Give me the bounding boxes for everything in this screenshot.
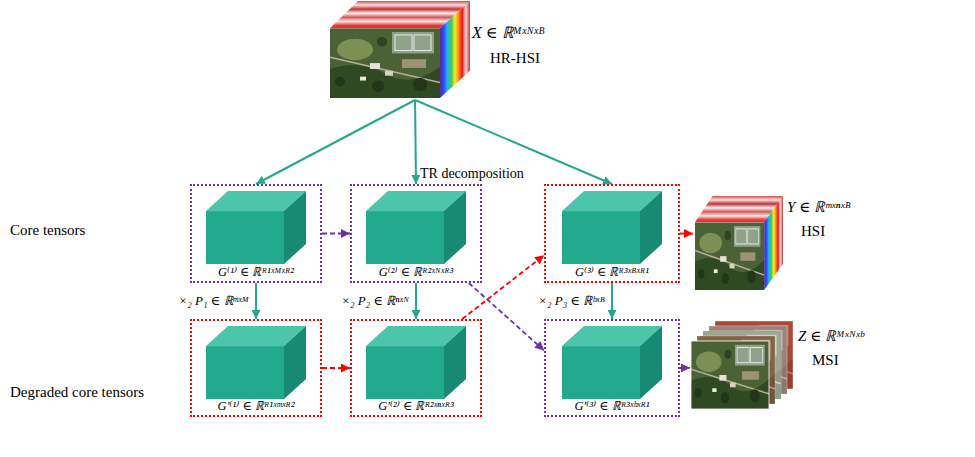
image-caption: HSI — [801, 223, 825, 240]
degraded-core-cube — [366, 326, 466, 399]
process-arrow — [256, 100, 415, 184]
tensor-image-node: Z ∈ ℝᴹˣᴺˣᵇMSI — [690, 320, 908, 412]
core-tensor-cube — [562, 191, 662, 264]
tensor-label: G⁽³⁾ ∈ ℝᴿ³ˣᴮˣᴿ¹ — [575, 265, 649, 279]
degraded-core-cube — [562, 326, 662, 399]
dashed-flow-arrow — [462, 255, 544, 319]
hr-hsi-cube — [330, 1, 470, 98]
process-arrow — [611, 283, 613, 319]
tensor-label: G′⁽³⁾ ∈ ℝᴿ³ˣᵇˣᴿ¹ — [575, 399, 650, 413]
dashed-flow-arrow — [680, 367, 690, 369]
tensor-image-node: Y ∈ ℝᵐˣⁿˣᴮHSI — [693, 193, 908, 292]
tensor-label: G⁽¹⁾ ∈ ℝᴿ¹ˣᴹˣᴿ² — [218, 265, 294, 279]
hsi-cube — [695, 196, 783, 290]
dashed-flow-arrow — [680, 233, 693, 235]
msi-stack — [691, 321, 793, 409]
core-tensor-cube — [206, 191, 306, 264]
process-arrow — [255, 283, 257, 319]
core-tensor-box: G⁽¹⁾ ∈ ℝᴿ¹ˣᴹˣᴿ² — [190, 184, 322, 283]
process-arrow — [414, 100, 417, 184]
core-tensor-box: G⁽³⁾ ∈ ℝᴿ³ˣᴮˣᴿ¹ — [544, 184, 680, 283]
core-tensor-box: G′⁽²⁾ ∈ ℝᴿ²ˣⁿˣᴿ³ — [350, 319, 482, 417]
core-tensor-cube — [366, 191, 466, 264]
tensor-notation: Z ∈ ℝᴹˣᴺˣᵇ — [798, 328, 864, 345]
tensor-notation: X ∈ ℝᴹˣᴺˣᴮ — [472, 24, 545, 42]
dashed-flow-arrow — [322, 233, 350, 235]
row-label: Degraded core tensors — [10, 384, 144, 401]
dashed-flow-arrow — [322, 367, 350, 369]
operator-label: ×₂ P₂ ∈ ℝⁿˣᴺ — [339, 293, 411, 309]
tensor-image-node: X ∈ ℝᴹˣᴺˣᴮHR-HSI — [330, 0, 600, 100]
tensor-notation: Y ∈ ℝᵐˣⁿˣᴮ — [787, 199, 851, 216]
image-caption: HR-HSI — [490, 50, 540, 67]
operator-label: ×₂ P₁ ∈ ℝᵐˣᴹ — [176, 293, 251, 309]
row-label: Core tensors — [10, 222, 85, 239]
image-caption: MSI — [812, 352, 839, 369]
process-arrow — [415, 100, 612, 184]
core-tensor-box: G′⁽¹⁾ ∈ ℝᴿ¹ˣᵐˣᴿ² — [190, 319, 322, 417]
tensor-label: G′⁽²⁾ ∈ ℝᴿ²ˣⁿˣᴿ³ — [378, 399, 454, 413]
process-arrow — [415, 283, 417, 319]
operator-label: ×₂ P₃ ∈ ℝᵇˣᴮ — [536, 293, 607, 309]
step-label: TR decomposition — [420, 166, 524, 182]
dashed-flow-arrow — [469, 283, 544, 350]
tensor-label: G⁽²⁾ ∈ ℝᴿ²ˣᴺˣᴿ³ — [379, 265, 454, 279]
degraded-core-cube — [206, 326, 306, 399]
core-tensor-box: G⁽²⁾ ∈ ℝᴿ²ˣᴺˣᴿ³ — [350, 184, 482, 283]
tensor-label: G′⁽¹⁾ ∈ ℝᴿ¹ˣᵐˣᴿ² — [218, 399, 295, 413]
core-tensor-box: G′⁽³⁾ ∈ ℝᴿ³ˣᵇˣᴿ¹ — [544, 319, 680, 417]
